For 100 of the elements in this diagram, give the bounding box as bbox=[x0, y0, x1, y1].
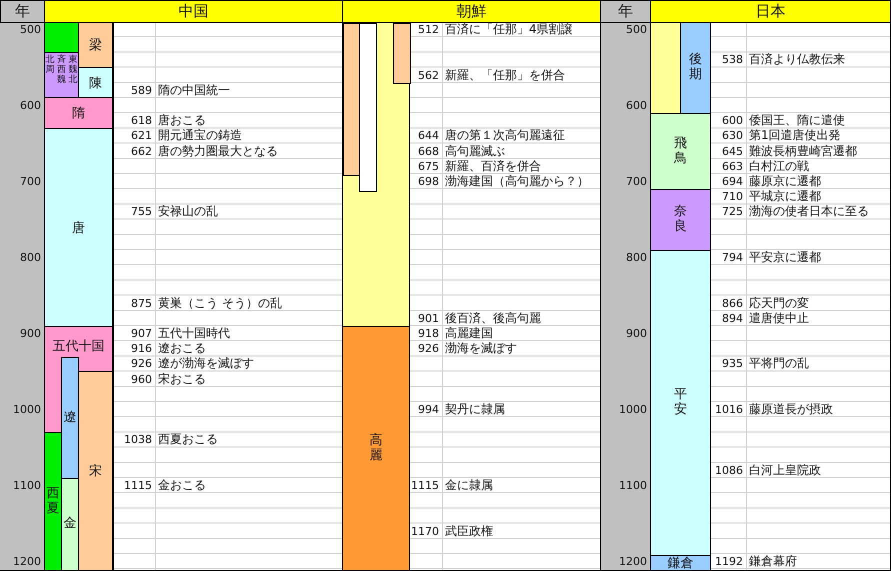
year-tick: 500 bbox=[20, 22, 41, 37]
period-name: 唐 bbox=[72, 220, 85, 236]
period-name: 東魏北 bbox=[68, 56, 78, 86]
period-name: 平安 bbox=[673, 388, 688, 418]
event-year: 645 bbox=[722, 144, 743, 159]
event-text: 鎌倉幕府 bbox=[749, 554, 797, 569]
period-name: 遼 bbox=[62, 410, 78, 426]
event-year: 698 bbox=[418, 174, 439, 189]
year-tick: 1200 bbox=[619, 554, 647, 569]
event-text: 遼おこる bbox=[158, 341, 206, 356]
period-name: 後期 bbox=[688, 53, 703, 83]
event-text: 渤海の使者日本に至る bbox=[749, 204, 869, 220]
event-year: 562 bbox=[418, 68, 439, 83]
year-tick: 800 bbox=[20, 250, 41, 265]
year-tick: 600 bbox=[626, 98, 647, 113]
column-header bbox=[342, 0, 601, 23]
event-year: 1192 bbox=[715, 554, 743, 569]
event-year: 663 bbox=[722, 158, 743, 174]
period-bar bbox=[342, 326, 410, 571]
column-header bbox=[0, 0, 45, 23]
event-year: 710 bbox=[722, 189, 743, 204]
period-bar bbox=[61, 478, 79, 571]
period-bar bbox=[650, 22, 681, 114]
event-year: 644 bbox=[418, 128, 439, 144]
period-name: 奈良 bbox=[673, 205, 688, 235]
event-text: 藤原京に遷都 bbox=[749, 174, 821, 189]
event-year: 1038 bbox=[124, 432, 152, 448]
event-year: 994 bbox=[418, 402, 439, 417]
period-bar bbox=[44, 52, 79, 98]
period-name: 梁 bbox=[89, 37, 102, 54]
event-text: 後百済、後高句麗 bbox=[445, 310, 541, 326]
period-bar bbox=[78, 22, 113, 68]
period-name: 五代十国 bbox=[52, 338, 104, 355]
event-year: 600 bbox=[722, 113, 743, 128]
event-text: 平将門の乱 bbox=[749, 356, 809, 372]
event-year: 901 bbox=[418, 310, 439, 326]
period-name: 高麗 bbox=[368, 434, 384, 464]
event-text: 開元通宝の鋳造 bbox=[158, 128, 242, 144]
event-year: 662 bbox=[131, 144, 152, 159]
event-year: 1016 bbox=[715, 402, 743, 417]
header-text: 中国 bbox=[178, 2, 208, 21]
event-year: 621 bbox=[131, 128, 152, 144]
event-year: 1115 bbox=[124, 478, 152, 493]
event-year: 918 bbox=[418, 326, 439, 341]
event-text: 応天門の変 bbox=[749, 296, 809, 311]
event-text: 第1回遣唐使出発 bbox=[749, 128, 841, 144]
event-text: 安禄山の乱 bbox=[158, 204, 218, 220]
period-name: 斉西魏 bbox=[56, 56, 66, 86]
period-bar bbox=[393, 23, 411, 84]
period-bar bbox=[342, 22, 410, 327]
event-year: 630 bbox=[722, 128, 743, 144]
event-text: 遼が渤海を滅ぼす bbox=[158, 356, 254, 372]
period-bar bbox=[650, 555, 711, 571]
header-text: 年 bbox=[618, 2, 633, 21]
year-tick: 600 bbox=[20, 98, 41, 113]
event-year: 512 bbox=[418, 22, 439, 37]
event-year: 926 bbox=[418, 341, 439, 356]
event-year: 618 bbox=[131, 113, 152, 128]
event-text: 宋おこる bbox=[158, 372, 206, 387]
event-year: 907 bbox=[131, 326, 152, 341]
event-text: 新羅、百済を併合 bbox=[445, 158, 541, 174]
event-year: 794 bbox=[722, 250, 743, 265]
event-text: 金おこる bbox=[158, 478, 206, 493]
event-text: 高麗建国 bbox=[445, 326, 493, 341]
period-bar bbox=[44, 97, 113, 129]
event-text: 西夏おこる bbox=[158, 432, 218, 448]
event-year: 1086 bbox=[715, 462, 743, 478]
event-year: 894 bbox=[722, 310, 743, 326]
event-text: 平城京に遷都 bbox=[749, 189, 821, 204]
column-header bbox=[600, 0, 651, 23]
period-name: 陳 bbox=[89, 74, 102, 92]
event-text: 唐の勢力圏最大となる bbox=[158, 144, 278, 159]
period-bar bbox=[44, 432, 62, 571]
event-text: 渤海を滅ぼす bbox=[445, 341, 517, 356]
period-bar bbox=[44, 128, 113, 327]
event-text: 倭国王、隋に遣使 bbox=[749, 113, 845, 128]
event-text: 唐の第１次高句麗遠征 bbox=[445, 128, 565, 144]
event-text: 百済より仏教伝来 bbox=[749, 52, 845, 68]
period-name: 飛鳥 bbox=[673, 136, 688, 166]
event-year: 755 bbox=[131, 204, 152, 220]
event-year: 875 bbox=[131, 296, 152, 311]
event-text: 平安京に遷都 bbox=[749, 250, 821, 265]
event-text: 百済に「任那」4県割譲 bbox=[445, 22, 573, 37]
event-year: 935 bbox=[722, 356, 743, 372]
period-bar bbox=[359, 23, 377, 192]
event-year: 668 bbox=[418, 144, 439, 159]
year-tick: 500 bbox=[626, 22, 647, 37]
column-header bbox=[44, 0, 343, 23]
event-text: 武臣政権 bbox=[445, 524, 493, 539]
header-text: 日本 bbox=[756, 2, 786, 21]
event-year: 1115 bbox=[411, 478, 439, 493]
column-header bbox=[650, 0, 891, 23]
event-text: 藤原道長が摂政 bbox=[749, 402, 833, 417]
event-text: 黄巣（こう そう）の乱 bbox=[158, 296, 282, 311]
period-bar bbox=[44, 22, 79, 53]
header-text: 朝鮮 bbox=[456, 2, 486, 21]
event-year: 538 bbox=[722, 52, 743, 68]
year-tick: 700 bbox=[20, 174, 41, 189]
event-year: 725 bbox=[722, 204, 743, 220]
event-year: 694 bbox=[722, 174, 743, 189]
